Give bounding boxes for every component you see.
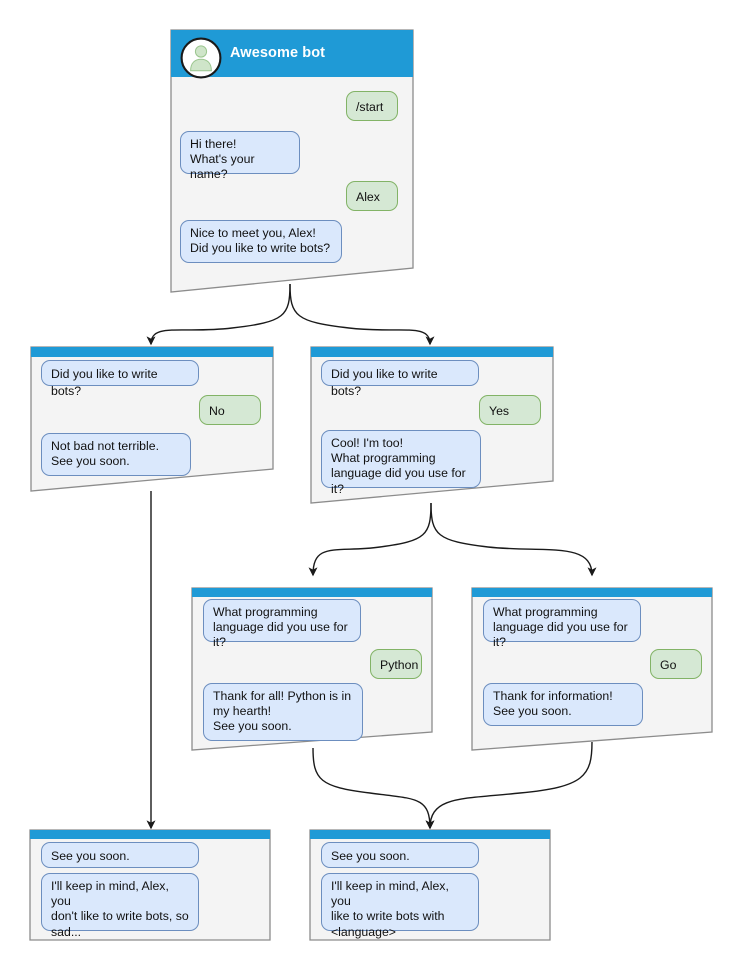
- edge-yes-to-python: [308, 502, 432, 577]
- chat-card-lang-python[interactable]: What programming language did you use fo…: [190, 586, 434, 752]
- message-bubble-bot: Did you like to write bots?: [321, 360, 479, 398]
- card-header-title: Awesome bot: [230, 45, 326, 61]
- message-bubble-user: No: [199, 395, 261, 425]
- edge-yes-to-go: [430, 502, 597, 577]
- message-bubble-bot: Hi there! What's your name?: [180, 131, 300, 181]
- edge-go-to-end-happy: [425, 741, 593, 830]
- person-avatar-icon: [180, 37, 222, 79]
- message-bubble-user: Python: [370, 649, 422, 679]
- message-bubble-bot: See you soon.: [41, 842, 199, 868]
- chat-card-end-happy[interactable]: See you soon. I'll keep in mind, Alex, y…: [308, 828, 552, 942]
- message-bubble-bot: Thank for all! Python is in my hearth! S…: [203, 683, 363, 741]
- message-bubble-bot: See you soon.: [321, 842, 479, 868]
- message-bubble-bot: Nice to meet you, Alex! Did you like to …: [180, 220, 342, 263]
- chat-card-answer-no[interactable]: Did you like to write bots? No Not bad n…: [28, 345, 276, 493]
- edge-python-to-end-happy: [312, 747, 435, 830]
- message-bubble-bot: Did you like to write bots?: [41, 360, 199, 398]
- chat-card-start[interactable]: Awesome bot /start Hi there! What's your…: [168, 28, 416, 294]
- message-bubble-user: Yes: [479, 395, 541, 425]
- message-bubble-user: Go: [650, 649, 702, 679]
- message-bubble-user: Alex: [346, 181, 398, 211]
- message-bubble-bot: I'll keep in mind, Alex, you like to wri…: [321, 873, 479, 939]
- message-bubble-bot: What programming language did you use fo…: [483, 599, 641, 649]
- chat-card-lang-go[interactable]: What programming language did you use fo…: [470, 586, 714, 752]
- message-bubble-bot: Cool! I'm too! What programming language…: [321, 430, 481, 496]
- message-bubble-user: /start: [346, 91, 398, 121]
- message-bubble-bot: I'll keep in mind, Alex, you don't like …: [41, 873, 199, 939]
- chat-card-answer-yes[interactable]: Did you like to write bots? Yes Cool! I'…: [308, 345, 556, 505]
- message-bubble-bot: Not bad not terrible. See you soon.: [41, 433, 191, 476]
- chat-card-end-sad[interactable]: See you soon. I'll keep in mind, Alex, y…: [28, 828, 272, 942]
- message-bubble-bot: What programming language did you use fo…: [203, 599, 361, 649]
- message-bubble-bot: Thank for information! See you soon.: [483, 683, 643, 726]
